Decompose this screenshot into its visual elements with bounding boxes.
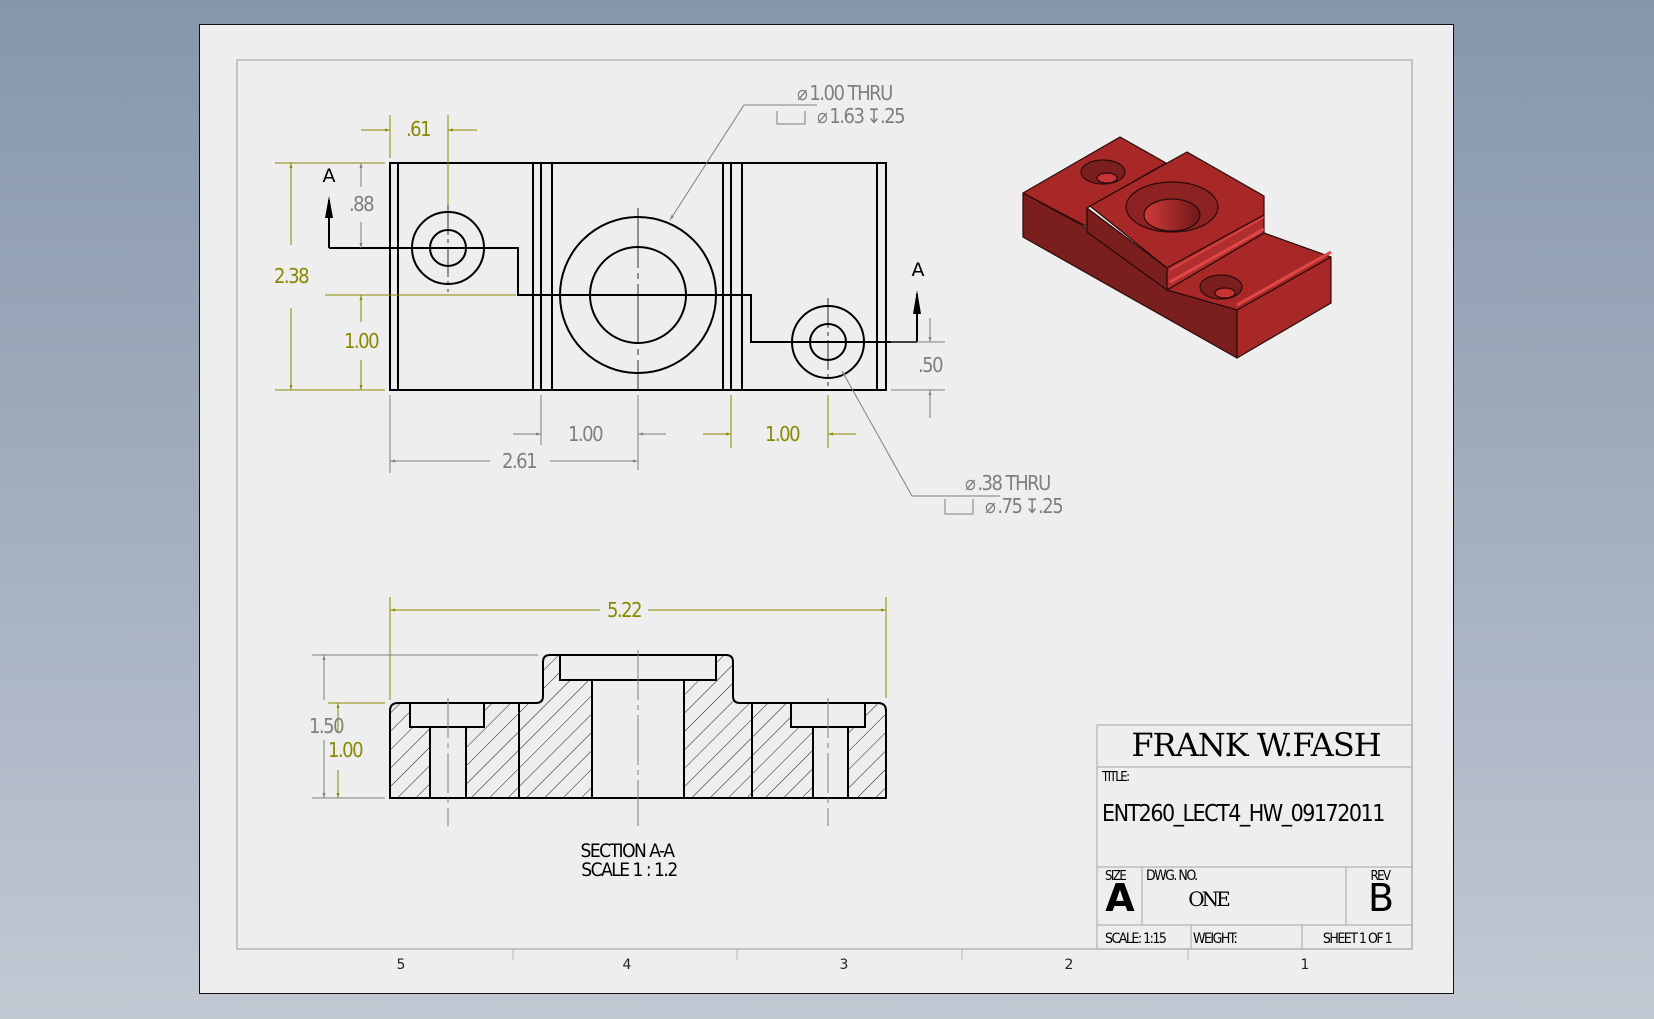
size-label: SIZE [1105, 869, 1126, 884]
zone-label-5: 5 [397, 957, 406, 973]
dim-section-overall-height[interactable]: 1.50 [309, 714, 346, 738]
callout-small-hole[interactable]: ⌀.38 THRU ⌀.75↧.25 [965, 471, 1064, 518]
callout-center-hole[interactable]: ⌀1.00 THRU ⌀1.63↧.25 [797, 81, 906, 128]
title-label: TITLE: [1101, 770, 1129, 785]
diameter-icon: ⌀ [985, 494, 996, 518]
section-label-right: A [912, 259, 925, 281]
section-arrow-right-icon [913, 290, 921, 314]
zone-label-3: 3 [840, 957, 849, 973]
size-value: A [1105, 876, 1135, 920]
section-label-left: A [323, 165, 336, 187]
dim-hole-offset-x[interactable]: .61 [406, 117, 432, 141]
zone-labels: 5 4 3 2 1 [397, 957, 1310, 973]
zone-label-4: 4 [623, 957, 632, 973]
dwg-no-label: DWG. NO. [1146, 868, 1197, 884]
zone-label-2: 2 [1065, 957, 1074, 973]
designer-name: FRANK W.FASH [1131, 726, 1380, 764]
section-centerlines [447, 650, 829, 826]
dim-overall-height[interactable]: 2.38 [274, 264, 311, 288]
sheet-count: SHEET 1 OF 1 [1323, 931, 1392, 947]
dim-hole-offset-y[interactable]: .88 [349, 192, 376, 216]
isometric-view[interactable] [1022, 136, 1332, 359]
section-arrow-left-icon [325, 196, 333, 218]
dim-base-height[interactable]: 1.00 [328, 738, 365, 762]
scale-value: SCALE: 1:15 [1105, 931, 1166, 947]
svg-text:⌀.75↧.25: ⌀.75↧.25 [985, 494, 1062, 518]
diameter-icon: ⌀ [965, 471, 976, 495]
zone-label-1: 1 [1301, 957, 1310, 973]
dim-right-hole-y[interactable]: .50 [918, 353, 945, 377]
depth-icon: ↧ [866, 104, 880, 128]
diameter-icon: ⌀ [797, 81, 808, 105]
section-label: SECTION A-A [581, 840, 676, 862]
dim-right-slot[interactable]: 1.00 [765, 422, 802, 446]
svg-text:⌀.38 THRU: ⌀.38 THRU [965, 471, 1050, 495]
section-outline [389, 654, 887, 799]
front-view[interactable]: A A [274, 81, 1064, 518]
drawing-title: ENT260_LECT4_HW_09172011 [1102, 801, 1384, 827]
inner-border [236, 59, 1413, 950]
dim-overall-length[interactable]: 5.22 [607, 598, 643, 622]
dim-center-slot-left[interactable]: 1.00 [568, 422, 605, 446]
depth-icon: ↧ [1024, 494, 1038, 518]
zone-ticks [512, 949, 1189, 960]
section-view[interactable]: 5.22 1.50 1.00 SECTION A-A SCALE 1 : 1.2 [309, 597, 887, 881]
dim-center-hole-x[interactable]: 2.61 [502, 449, 538, 473]
dwg-no-value: ONE [1188, 887, 1229, 911]
svg-text:⌀1.63↧.25: ⌀1.63↧.25 [817, 104, 904, 128]
title-block: FRANK W.FASH TITLE: ENT260_LECT4_HW_0917… [1096, 724, 1413, 950]
dim-step-height[interactable]: 1.00 [344, 329, 381, 353]
diameter-icon: ⌀ [817, 104, 828, 128]
rev-label: REV [1370, 869, 1391, 884]
centerlines [405, 205, 871, 390]
weight-label: WEIGHT: [1193, 931, 1237, 947]
svg-text:⌀1.00 THRU: ⌀1.00 THRU [797, 81, 892, 105]
section-scale-label: SCALE 1 : 1.2 [581, 859, 677, 881]
rev-value: B [1368, 876, 1394, 920]
